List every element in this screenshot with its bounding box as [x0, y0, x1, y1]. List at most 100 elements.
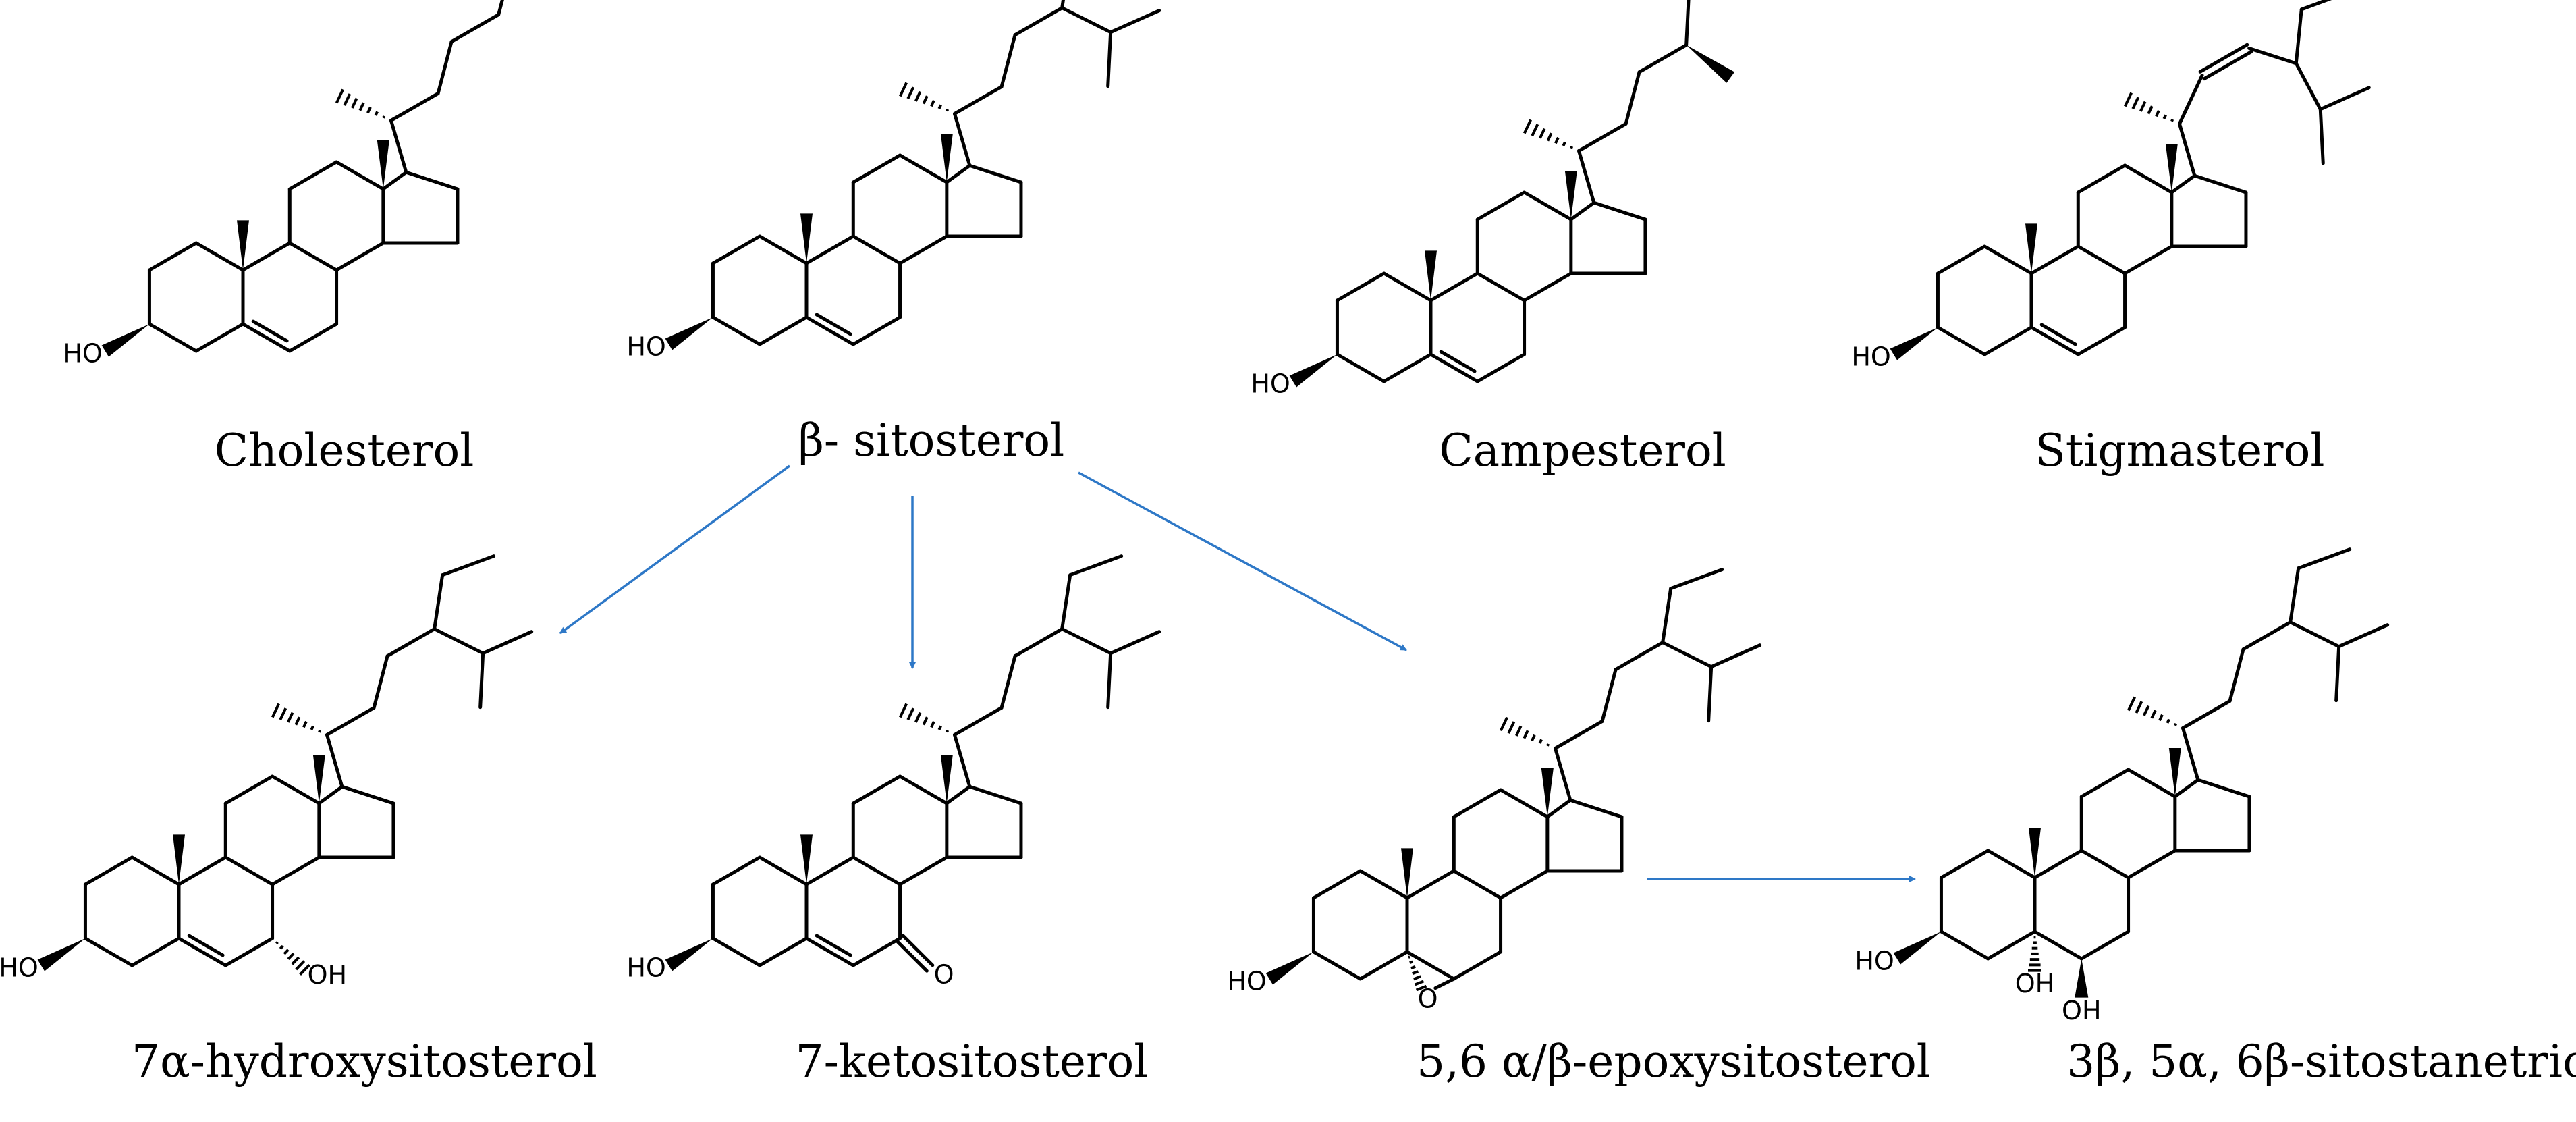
wedge-bond — [2165, 144, 2178, 192]
bond — [1707, 665, 1714, 723]
bond — [147, 322, 198, 353]
bond — [2029, 244, 2080, 275]
wedge-bond — [101, 324, 150, 357]
bond — [2299, 0, 2332, 11]
bond — [2202, 50, 2253, 81]
bond — [968, 784, 1023, 805]
hashed-bond — [2127, 696, 2178, 726]
bond — [381, 170, 408, 191]
bond — [2033, 849, 2083, 880]
bond — [1986, 849, 2037, 880]
bond — [223, 936, 275, 967]
bond — [804, 315, 855, 346]
bond — [851, 315, 902, 346]
bond — [1637, 43, 1689, 74]
bond — [1109, 9, 1161, 34]
bond — [804, 936, 855, 967]
bond — [1983, 325, 2033, 356]
caption-beta-sitosterol: β- sitosterol — [798, 415, 1065, 466]
bond — [758, 936, 809, 967]
bond — [2033, 930, 2083, 961]
bond — [1429, 352, 1479, 383]
molecule-cholesterol: HO — [63, 0, 504, 369]
hashed-bond — [1499, 716, 1550, 747]
bond — [2294, 7, 2303, 65]
bond — [898, 774, 949, 805]
bond — [2334, 645, 2341, 703]
hashed-bond — [2123, 92, 2174, 122]
bond — [851, 234, 902, 265]
bond — [901, 934, 935, 967]
hashed-bond — [275, 941, 310, 976]
bond — [2198, 43, 2249, 74]
bond — [952, 111, 972, 167]
bond — [251, 319, 289, 343]
wedge-bond — [312, 755, 325, 803]
bond — [1983, 244, 2033, 275]
bond — [1013, 6, 1064, 37]
wedge-bond — [173, 834, 185, 884]
bond — [2039, 323, 2077, 346]
wedge-bond — [377, 140, 389, 189]
wedge-bond — [800, 213, 813, 263]
bond — [1359, 950, 1409, 981]
bond — [497, 0, 504, 17]
hashed-bond — [2028, 936, 2041, 972]
bond — [1939, 849, 1990, 880]
caption-campesterol: Campesterol — [1439, 425, 1726, 477]
atom-label: HO — [626, 953, 665, 983]
bond — [711, 315, 762, 346]
bond — [1359, 869, 1409, 900]
bond — [2177, 73, 2204, 126]
bond — [711, 936, 762, 967]
molecule-beta-sitosterol: HO — [626, 0, 1161, 362]
bond — [389, 118, 408, 174]
atom-label: HO — [1251, 369, 1290, 399]
bond — [2173, 778, 2200, 799]
bond — [804, 855, 855, 886]
bond — [1060, 6, 1113, 34]
wedge-bond — [665, 317, 713, 350]
bond — [1060, 627, 1113, 656]
bond — [1577, 149, 1596, 205]
hashed-bond — [898, 703, 950, 733]
caption-stigmasterol: Stigmasterol — [2035, 425, 2325, 477]
bond — [325, 705, 376, 737]
bond — [898, 855, 949, 886]
bond — [241, 322, 292, 353]
bond — [1523, 271, 1573, 302]
bond — [1382, 271, 1433, 302]
bond — [2289, 566, 2301, 624]
bond — [2294, 61, 2322, 111]
bond — [372, 654, 389, 710]
bond — [1439, 350, 1477, 373]
bond — [952, 705, 1004, 737]
bond — [945, 784, 972, 805]
atom-label: HO — [0, 953, 38, 983]
bond — [1669, 568, 1724, 591]
bond — [287, 322, 339, 353]
bond — [1405, 950, 1456, 981]
bond — [271, 855, 321, 886]
bond — [1429, 271, 1479, 302]
bond — [436, 40, 454, 95]
wedge-bond — [800, 834, 813, 884]
bond — [1335, 352, 1386, 383]
bond — [2247, 46, 2298, 65]
bond — [1624, 70, 1641, 126]
bond — [83, 855, 134, 886]
atom-label: HO — [1851, 342, 1890, 372]
bond — [2289, 620, 2341, 649]
bond — [851, 936, 902, 967]
bond — [851, 855, 902, 886]
bond — [1709, 643, 1762, 669]
bond — [177, 936, 227, 967]
bond — [804, 234, 855, 265]
bond — [287, 160, 339, 191]
bond — [1986, 930, 2037, 961]
wedge-bond — [2025, 223, 2037, 273]
bond — [2196, 778, 2251, 799]
bond — [1592, 201, 1647, 221]
